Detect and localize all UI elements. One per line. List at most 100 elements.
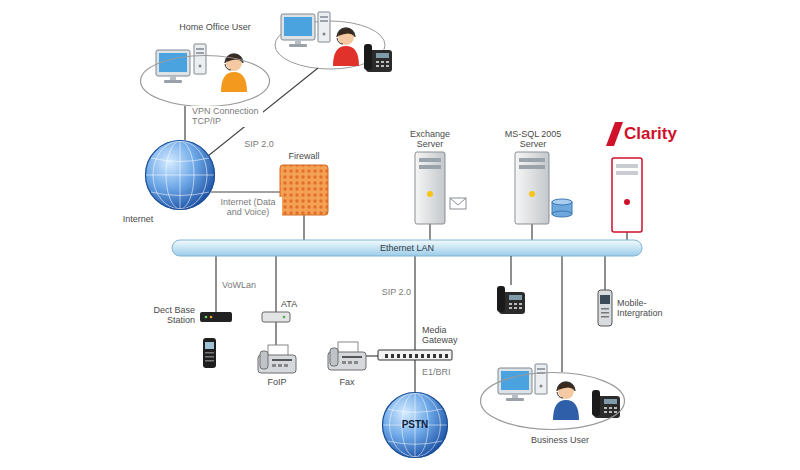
node-label: Mobile-Intergration bbox=[617, 298, 683, 319]
device-box: Firewall bbox=[280, 165, 328, 215]
phone-wire bbox=[510, 256, 511, 285]
device-box: Fax bbox=[328, 342, 366, 370]
connector bbox=[275, 256, 276, 312]
clarity-server-icon bbox=[612, 158, 642, 232]
logo-mark bbox=[606, 122, 623, 146]
node-label: Media Gateway bbox=[422, 325, 467, 346]
business-user-icons bbox=[553, 382, 579, 420]
node-outline bbox=[140, 55, 270, 107]
connector bbox=[414, 256, 415, 350]
connector-label: VPN Connection TCP/IP bbox=[191, 106, 263, 127]
dect-handset-icon bbox=[205, 342, 214, 349]
connector bbox=[414, 360, 415, 392]
connector-label: VoWLan bbox=[221, 280, 263, 290]
pstn-globe bbox=[382, 392, 448, 458]
node-label: Home Office User bbox=[160, 22, 270, 32]
mail-icon bbox=[450, 198, 466, 209]
exchange-server-icon bbox=[419, 165, 441, 169]
connector-label: E1/BRI bbox=[421, 367, 463, 377]
sql-server-icon bbox=[529, 191, 535, 197]
mobile-icon bbox=[601, 308, 609, 310]
fax-icon bbox=[328, 342, 366, 370]
dect-handset-icon bbox=[203, 338, 216, 368]
node-label: Ethernet LAN bbox=[347, 243, 467, 253]
dect-handset-icon bbox=[203, 338, 216, 368]
node-outline-shape bbox=[481, 373, 625, 430]
node-shape: PSTN bbox=[382, 392, 448, 458]
node-label: PSTN bbox=[390, 419, 440, 431]
device-box: Clarity bbox=[612, 158, 642, 232]
lan-band bbox=[172, 240, 642, 256]
dect-handset-icon bbox=[205, 356, 214, 358]
node-outline-shape bbox=[141, 56, 270, 107]
mobile-icon bbox=[598, 290, 612, 326]
node-shape: Business User bbox=[480, 372, 625, 430]
line-label: SIP 2.0 bbox=[238, 139, 280, 149]
desk-phone-icon bbox=[497, 286, 525, 314]
node-label: Firewall bbox=[279, 151, 329, 161]
node-label: Exchange Server bbox=[405, 129, 455, 150]
node-label: Internet bbox=[116, 214, 160, 224]
node-label: FoIP bbox=[257, 377, 297, 387]
pstn-globe bbox=[382, 392, 448, 458]
node-outline bbox=[480, 372, 625, 430]
remote-user-group bbox=[318, 12, 330, 42]
device-box: Dect Base Station bbox=[200, 312, 232, 322]
connector bbox=[604, 256, 605, 290]
database-icon bbox=[552, 199, 572, 217]
ata-icon bbox=[283, 316, 286, 319]
device-box: Media Gateway bbox=[378, 350, 452, 360]
sql-server-icon bbox=[515, 152, 549, 224]
connector bbox=[561, 256, 562, 372]
media-gateway-icon bbox=[378, 350, 452, 360]
node-shape: Home Office User bbox=[140, 55, 270, 107]
business-user-icons bbox=[480, 372, 624, 430]
pstn-globe bbox=[383, 393, 447, 457]
remote-user-group bbox=[275, 12, 392, 72]
device-box: ATA bbox=[262, 312, 290, 322]
clarity-server-icon bbox=[616, 171, 638, 175]
node-label: Dect Base Station bbox=[143, 305, 195, 326]
connector bbox=[184, 106, 185, 141]
node-outline-shape bbox=[146, 141, 215, 210]
business-user-icons bbox=[592, 390, 620, 418]
clarity-server-icon bbox=[624, 199, 630, 205]
media-gateway-icon bbox=[382, 351, 448, 359]
business-user-icons bbox=[480, 364, 624, 430]
dect-base-icon bbox=[205, 316, 208, 319]
dect-base-icon bbox=[200, 312, 232, 322]
connector-label: SIP 2.0 bbox=[370, 287, 412, 297]
device-box: MS-SQL 2005 Server bbox=[515, 152, 549, 224]
database-icon bbox=[552, 211, 572, 217]
connector-label: Internet (Data and Voice) bbox=[214, 197, 282, 218]
node-shape: Internet bbox=[145, 140, 215, 210]
mobile-icon bbox=[600, 295, 610, 304]
network-band: Ethernet LAN bbox=[172, 240, 642, 256]
connector bbox=[211, 191, 280, 192]
home-office-icons bbox=[221, 54, 247, 92]
node-outline-shape bbox=[383, 393, 448, 458]
ata-icon bbox=[262, 312, 290, 322]
home-office-icons bbox=[140, 44, 270, 107]
connector bbox=[429, 224, 430, 240]
node-label: Business User bbox=[515, 435, 605, 445]
node-label: MS-SQL 2005 Server bbox=[501, 129, 565, 150]
business-user-icons bbox=[498, 368, 532, 401]
device-box: FoIP bbox=[258, 345, 296, 373]
sql-server-icon bbox=[519, 165, 545, 169]
home-office-icons bbox=[156, 50, 190, 83]
connector bbox=[215, 256, 216, 312]
firewall-icon bbox=[280, 165, 328, 215]
mobile-icon bbox=[601, 312, 609, 314]
business-user-icons bbox=[535, 364, 547, 394]
node-label: Fax bbox=[327, 377, 367, 387]
internet-globe bbox=[145, 140, 215, 210]
dect-base-icon bbox=[200, 312, 232, 322]
exchange-server-icon bbox=[415, 152, 445, 224]
mail-icon bbox=[450, 198, 466, 209]
connector bbox=[366, 355, 378, 356]
node-label: ATA bbox=[281, 299, 311, 309]
clarity-server-icon bbox=[616, 164, 638, 168]
connector bbox=[626, 232, 627, 240]
